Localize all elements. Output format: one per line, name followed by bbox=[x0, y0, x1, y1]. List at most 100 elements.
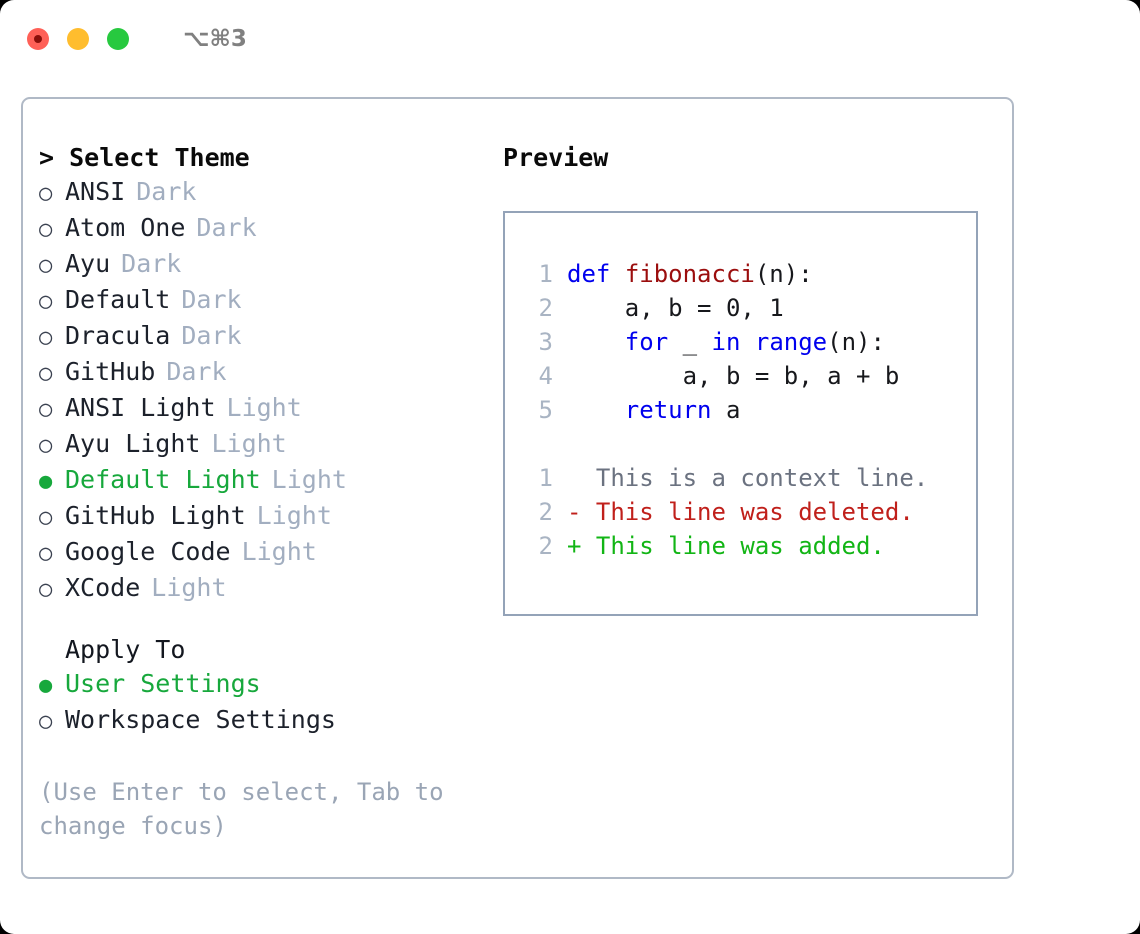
keyboard-shortcut-label: ⌥⌘3 bbox=[183, 26, 247, 52]
theme-option-badge: Dark bbox=[136, 177, 197, 206]
code-token-plain: a, b = 0, 1 bbox=[567, 294, 784, 322]
code-token-plain bbox=[567, 396, 625, 424]
code-line-text: a, b = b, a + b bbox=[567, 359, 900, 393]
code-token-plain: (n): bbox=[827, 328, 885, 356]
code-token-plain bbox=[740, 328, 754, 356]
code-token-kw: in bbox=[711, 328, 741, 356]
select-theme-heading: > Select Theme bbox=[39, 143, 250, 172]
theme-option-atom-one[interactable]: ○ Atom One Dark bbox=[39, 211, 499, 247]
theme-option-default[interactable]: ○ Default Dark bbox=[39, 283, 499, 319]
line-number: 4 bbox=[538, 362, 553, 390]
theme-option-label: Google Code bbox=[65, 537, 231, 566]
code-token-plain: a, b = b, a + b bbox=[567, 362, 900, 390]
theme-option-default-light[interactable]: ● Default Light Light bbox=[39, 463, 499, 499]
zoom-window-button[interactable] bbox=[107, 28, 129, 50]
close-window-button[interactable] bbox=[27, 28, 49, 50]
theme-option-label: GitHub Light bbox=[65, 501, 246, 530]
theme-option-badge: Light bbox=[256, 501, 332, 530]
code-line: 2 a, b = 0, 1 bbox=[523, 291, 976, 325]
theme-option-google-code[interactable]: ○ Google Code Light bbox=[39, 535, 499, 571]
code-token-kw: return bbox=[624, 396, 712, 424]
title-bar: ⌥⌘3 bbox=[0, 0, 1140, 78]
keyboard-hint-text: (Use Enter to select, Tab to change focu… bbox=[39, 778, 459, 840]
line-number: 2 bbox=[538, 498, 553, 526]
code-line: 5 return a bbox=[523, 393, 976, 427]
theme-option-label: Dracula bbox=[65, 321, 171, 350]
theme-option-badge: Light bbox=[241, 537, 317, 566]
line-number: 2 bbox=[538, 294, 553, 322]
theme-option-label: Default Light bbox=[65, 465, 261, 494]
apply-to-option-label: Workspace Settings bbox=[65, 705, 336, 734]
code-token-plain bbox=[610, 260, 624, 288]
preview-heading: Preview bbox=[503, 143, 609, 172]
apply-to-option-list: ●User Settings○Workspace Settings bbox=[39, 667, 499, 739]
code-token-fn: fibonacci bbox=[624, 260, 755, 288]
code-line-text: def fibonacci(n): bbox=[567, 257, 813, 291]
apply-to-option-user-settings[interactable]: ●User Settings bbox=[39, 667, 499, 703]
diff-line-del: 2 - This line was deleted. bbox=[523, 495, 976, 529]
theme-option-ansi-light[interactable]: ○ ANSI Light Light bbox=[39, 391, 499, 427]
radio-unselected-icon: ○ bbox=[39, 217, 53, 242]
theme-option-badge: Dark bbox=[196, 213, 257, 242]
code-token-plain: a bbox=[711, 396, 741, 424]
diff-line-ctx: 1 This is a context line. bbox=[523, 461, 976, 495]
theme-option-label: ANSI bbox=[65, 177, 126, 206]
code-token-kw: def bbox=[567, 260, 611, 288]
theme-option-label: XCode bbox=[65, 573, 141, 602]
theme-option-badge: Dark bbox=[181, 321, 242, 350]
theme-option-badge: Dark bbox=[166, 357, 227, 386]
line-number: 5 bbox=[538, 396, 553, 424]
radio-unselected-icon: ○ bbox=[39, 361, 53, 386]
theme-option-badge: Light bbox=[151, 573, 227, 602]
code-token-kw: range bbox=[754, 328, 828, 356]
theme-option-label: Default bbox=[65, 285, 171, 314]
line-number: 3 bbox=[538, 328, 553, 356]
radio-selected-icon: ● bbox=[39, 469, 53, 494]
code-token-plain: (n): bbox=[754, 260, 813, 288]
radio-unselected-icon: ○ bbox=[39, 397, 53, 422]
diff-line-text: - This line was deleted. bbox=[567, 498, 914, 526]
theme-option-label: Atom One bbox=[65, 213, 186, 242]
theme-option-badge: Light bbox=[271, 465, 347, 494]
apply-to-heading: Apply To bbox=[65, 635, 186, 664]
diff-line-add: 2+ This line was added. bbox=[523, 529, 976, 563]
theme-option-label: Ayu bbox=[65, 249, 111, 278]
code-token-plain: _ bbox=[668, 328, 712, 356]
code-line: 3 for _ in range(n): bbox=[523, 325, 976, 359]
radio-unselected-icon: ○ bbox=[39, 433, 53, 458]
code-token-plain bbox=[567, 328, 625, 356]
theme-option-label: ANSI Light bbox=[65, 393, 216, 422]
theme-option-badge: Light bbox=[226, 393, 302, 422]
radio-unselected-icon: ○ bbox=[39, 505, 53, 530]
traffic-lights bbox=[27, 28, 129, 50]
code-line: 4 a, b = b, a + b bbox=[523, 359, 976, 393]
line-number: 2 bbox=[538, 532, 553, 560]
theme-option-ayu-light[interactable]: ○ Ayu Light Light bbox=[39, 427, 499, 463]
radio-unselected-icon: ○ bbox=[39, 289, 53, 314]
radio-unselected-icon: ○ bbox=[39, 541, 53, 566]
code-diff-separator bbox=[523, 427, 976, 461]
theme-option-label: Ayu Light bbox=[65, 429, 201, 458]
line-number: 1 bbox=[538, 464, 553, 492]
apply-to-option-workspace-settings[interactable]: ○Workspace Settings bbox=[39, 703, 499, 739]
radio-selected-icon: ● bbox=[39, 673, 53, 698]
theme-option-github-light[interactable]: ○ GitHub Light Light bbox=[39, 499, 499, 535]
radio-unselected-icon: ○ bbox=[39, 577, 53, 602]
theme-option-xcode[interactable]: ○ XCode Light bbox=[39, 571, 499, 607]
minimize-window-button[interactable] bbox=[67, 28, 89, 50]
code-line-text: return a bbox=[567, 393, 741, 427]
radio-unselected-icon: ○ bbox=[39, 253, 53, 278]
theme-option-badge: Light bbox=[211, 429, 287, 458]
theme-option-badge: Dark bbox=[181, 285, 242, 314]
code-line-text: for _ in range(n): bbox=[567, 325, 885, 359]
line-number: 1 bbox=[538, 260, 553, 288]
